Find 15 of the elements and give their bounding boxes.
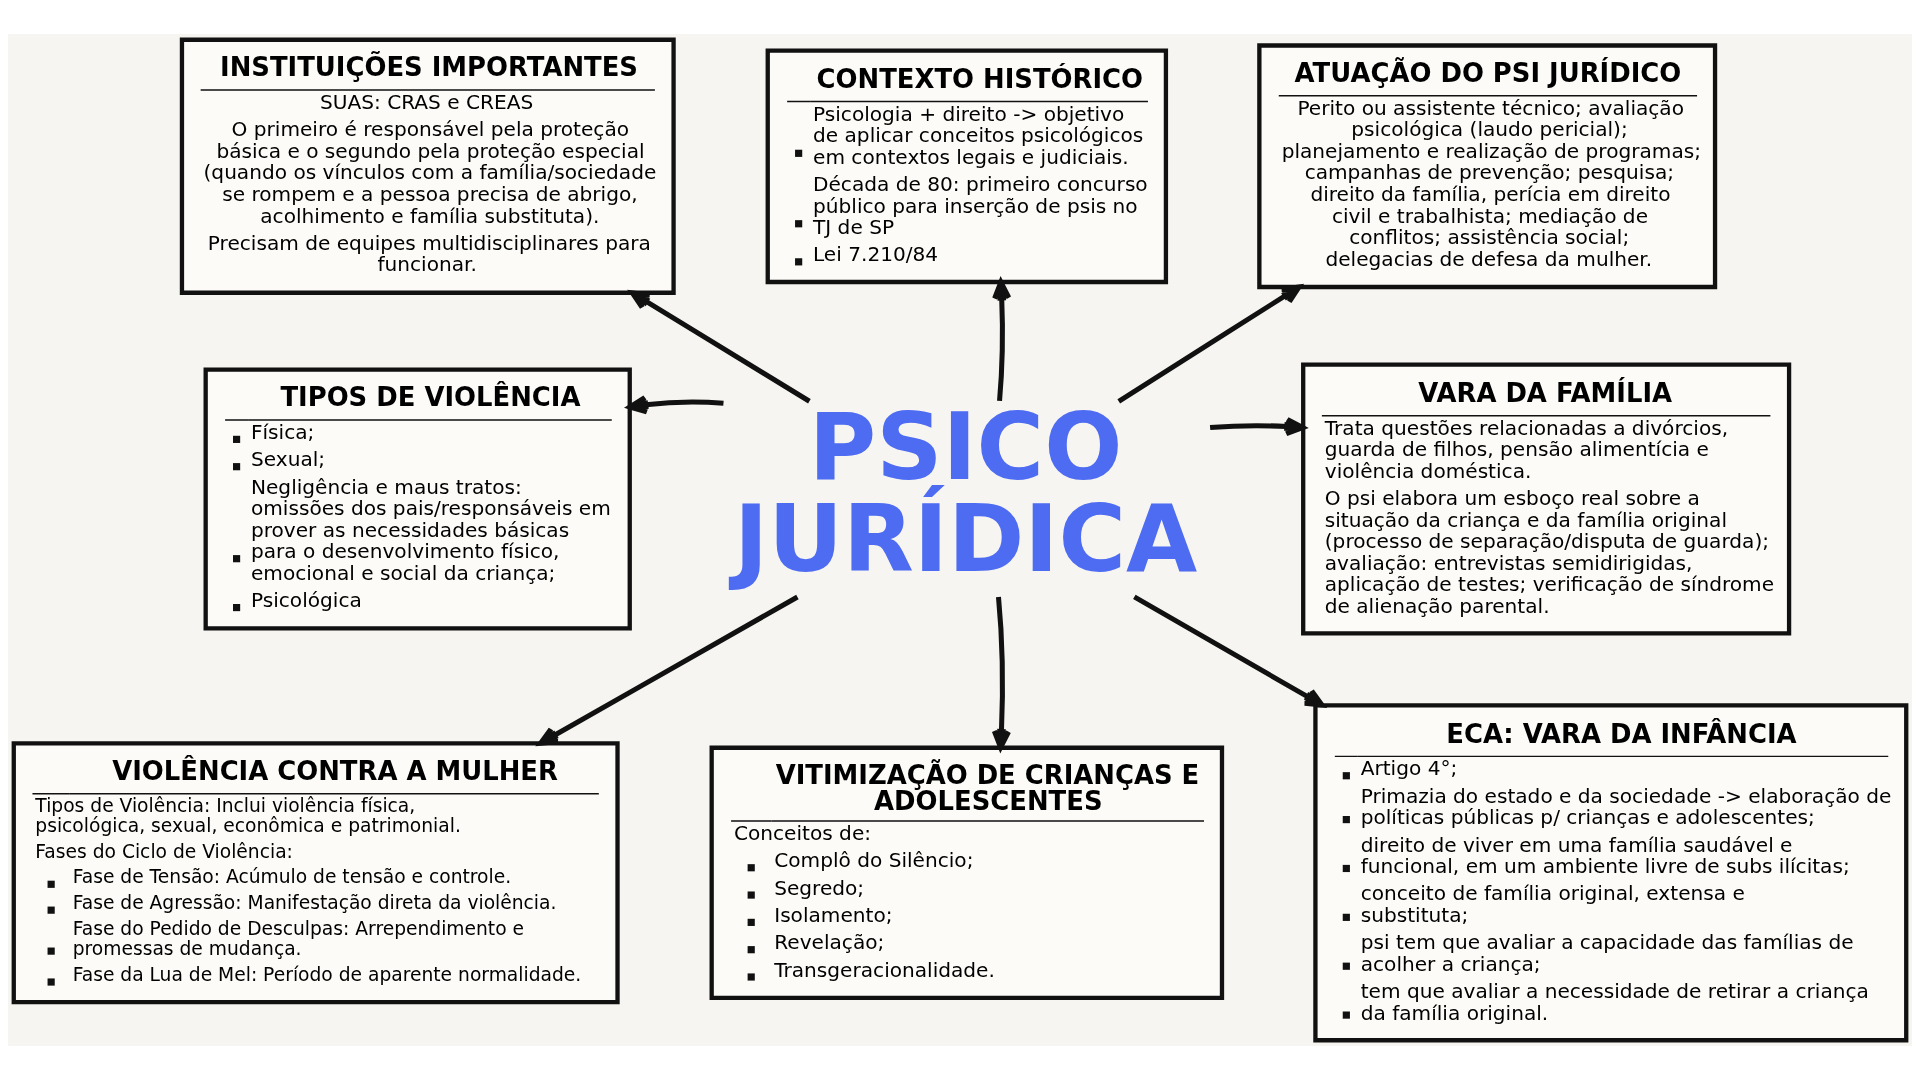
- arrow: [538, 594, 799, 746]
- node-box: ECA: VARA DA INFÂNCIA Artigo 4°; Primazia do estado e da sociedade -> elaboração de políticas públicas p/ crianças e adolescentes; direito de viver em uma família saudável e funcional, em um ambiente livre de subs ilícitas; conceito de família original, extensa e substituta; psi tem que avaliar a capacidade das famílias de acolher a criança; tem que avaliar a necessidade de retirar a criança da família original.: [1313, 703, 1909, 1043]
- arrow: [992, 279, 1012, 402]
- arrow: [1133, 594, 1325, 708]
- node-box: ATUAÇÃO DO PSI JURÍDICO Perito ou assistente técnico; avaliação psicológica (laudo pericial); planejamento e realização de programas; campanhas de prevenção; pesquisa; direito da família, perícia em direito civil e trabalhista; mediação de conflitos; assistência social; delegacias de defesa da mulher.: [1257, 43, 1718, 290]
- node-box: VARA DA FAMÍLIA Trata questões relacionadas a divórcios, guarda de filhos, pensão alimentícia e violência doméstica. O psi elabora um esboço real sobre a situação da criança e da família original (processo de separação/disputa de guarda); avaliação: entrevistas semidirigidas, aplicação de testes; verificação de síndrome de alienação parental.: [1301, 362, 1792, 636]
- arrow: [1209, 416, 1306, 437]
- arrow: [627, 395, 724, 415]
- node-box: VIOLÊNCIA CONTRA A MULHER Tipos de Violência: Inclui violência física, psicológica, sexual, econômica e patrimonial. Fases do Ciclo de Violência: Fase de Tensão: Acúmulo de tensão e controle. Fase de Agressão: Manifestação direta da violência. Fase do Pedido de Desculpas: Arrependimento e promessas de mudança. Fase da Lua de Mel: Período de aparente normalidade.: [11, 741, 620, 1005]
- node-box: INSTITUIÇÕES IMPORTANTES SUAS: CRAS e CREAS O primeiro é responsável pela proteção básica e o segundo pela proteção especial (quando os vínculos com a família/sociedade se rompem e a pessoa precisa de abrigo, acolhimento e família substituta). Precisam de equipes multidisciplinares para funcionar.: [179, 37, 676, 295]
- node-box: CONTEXTO HISTÓRICO Psicologia + direito -> objetivo de aplicar conceitos psicológicos em contextos legais e judiciais. Década de 80: primeiro concurso público para inserção de psis no TJ de SP Lei 7.210/84: [765, 48, 1169, 285]
- node-box: TIPOS DE VIOLÊNCIA Física; Sexual; Negligência e maus tratos: omissões dos pais/responsáveis em prover as necessidades básicas para o desenvolvimento físico, emocional e social da criança; Psicológica: [203, 367, 632, 631]
- arrow: [1117, 284, 1302, 404]
- arrow: [629, 290, 811, 404]
- node-box: VITIMIZAÇÃO DE CRIANÇAS E ADOLESCENTES Conceitos de: Complô do Silêncio; Segredo; Isolamento; Revelação; Transgeracionalidade.: [709, 745, 1225, 1000]
